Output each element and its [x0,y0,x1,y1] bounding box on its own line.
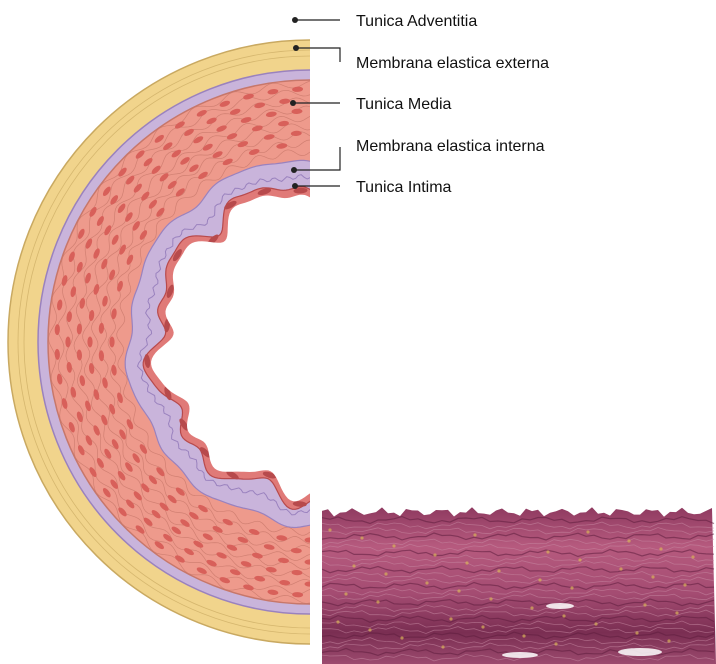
histology-speck [360,536,363,539]
histology-gap [618,648,662,656]
media-nucleus [305,537,316,542]
histology-speck [562,614,565,617]
media-nucleus [305,559,316,564]
histology-gap [502,652,538,658]
histology-speck [570,586,573,589]
histology-speck [336,620,339,623]
media-nucleus [305,581,316,586]
histology-speck [586,530,589,533]
histology-speck [473,533,476,536]
histology-speck [546,550,549,553]
histology-speck [392,544,395,547]
histology-speck [522,634,525,637]
histology-speck [651,575,654,578]
histology-speck [497,569,500,572]
histology-speck [530,606,533,609]
leader-dot-adventitia [292,17,298,23]
histology-gap [546,603,574,609]
histology-speck [619,567,622,570]
histology-speck [441,645,444,648]
histology-speck [344,592,347,595]
label-tunica-adventitia: Tunica Adventitia [356,13,477,30]
histology-speck [594,622,597,625]
histology-speck [457,589,460,592]
media-nucleus [65,337,70,348]
histology-speck [675,611,678,614]
histology-micrograph [322,507,716,664]
histology-speck [384,572,387,575]
histology-speck [433,553,436,556]
leader-dot-elastica-interna [291,167,297,173]
leader-dot-media [290,100,296,106]
histology-speck [489,597,492,600]
media-nucleus [87,337,92,348]
histology-speck [352,564,355,567]
histology-speck [538,578,541,581]
leader-dot-elastica-externa [293,45,299,51]
histology-speck [667,639,670,642]
histology-speck [425,581,428,584]
histology-speck [691,555,694,558]
label-tunica-intima: Tunica Intima [356,179,452,196]
histology-speck [643,603,646,606]
media-nucleus [109,337,114,348]
histology-speck [554,642,557,645]
leader-dot-intima [292,183,298,189]
histology-speck [376,600,379,603]
histology-speck [481,625,484,628]
histology-speck [635,631,638,634]
histology-speck [627,539,630,542]
label-membrana-elastica-interna: Membrana elastica interna [356,138,545,155]
label-tunica-media: Tunica Media [356,96,452,113]
histology-speck [465,561,468,564]
histology-speck [578,558,581,561]
histology-speck [659,547,662,550]
histology-speck [449,617,452,620]
label-membrana-elastica-externa: Membrana elastica externa [356,55,549,72]
histology-speck [683,583,686,586]
histology-speck [328,528,331,531]
histology-speck [368,628,371,631]
histology-speck [400,636,403,639]
